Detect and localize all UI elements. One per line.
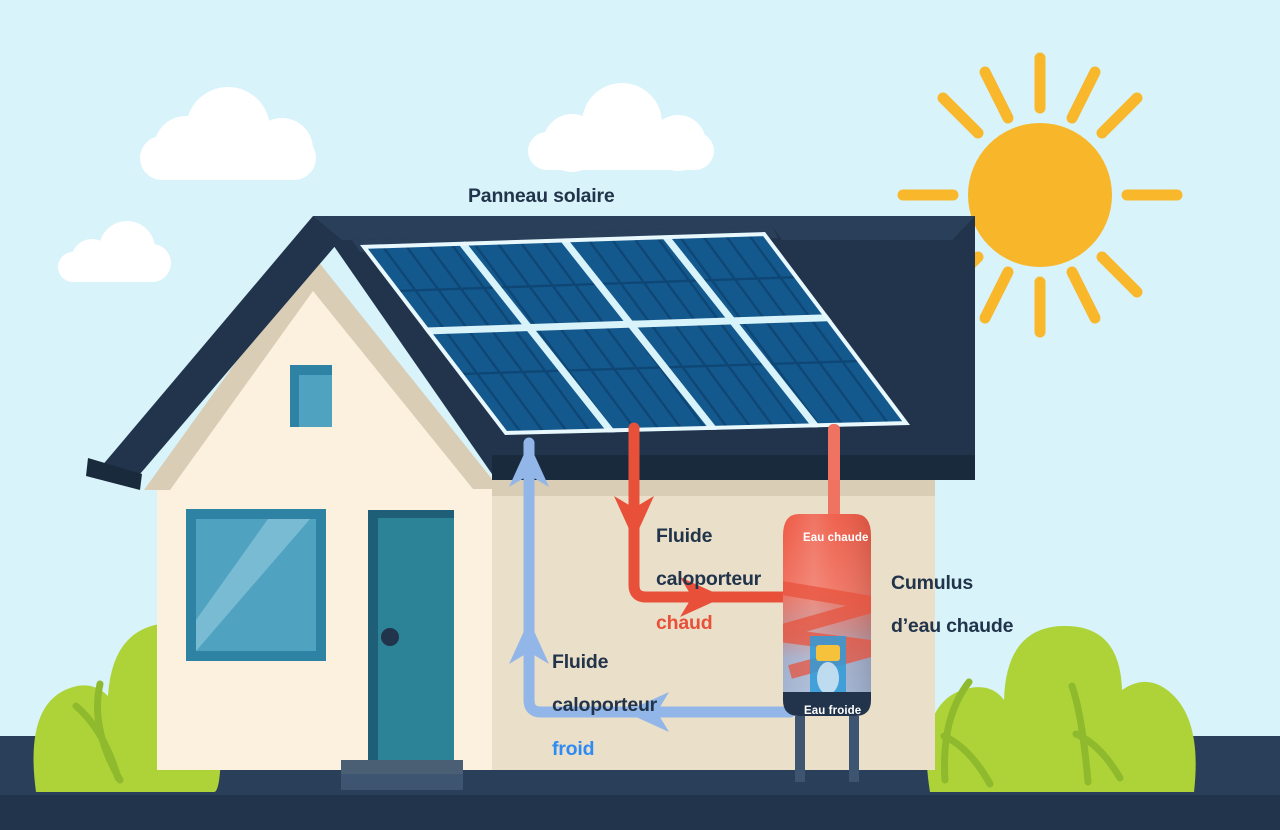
hot-arrow-down bbox=[614, 496, 654, 540]
window-glare bbox=[196, 519, 310, 651]
roof-fascia-left bbox=[144, 255, 500, 490]
hot-fluid-line-2: caloporteur bbox=[656, 568, 762, 591]
tank-hot-water-label: Eau chaude bbox=[803, 532, 869, 544]
sun-icon bbox=[897, 52, 1183, 338]
tank-leg-right bbox=[849, 716, 859, 782]
tank-cold-water-label: Eau froide bbox=[804, 705, 862, 717]
attic-window-side bbox=[290, 365, 299, 427]
cold-arrow-mid bbox=[509, 620, 549, 664]
pipe-cold-arrows bbox=[509, 443, 669, 732]
bush-right-stems bbox=[940, 678, 1124, 788]
cloud-left bbox=[140, 87, 316, 180]
cloud-center bbox=[528, 83, 714, 172]
heater-bubble bbox=[817, 662, 839, 694]
cold-arrow-bottom bbox=[625, 692, 669, 732]
cumulus-label: Cumulus d’eau chaude bbox=[891, 551, 1013, 660]
roof-front-edge bbox=[492, 455, 975, 480]
tank-base bbox=[783, 692, 871, 716]
panel-title-label: Panneau solaire bbox=[468, 185, 615, 207]
door-panel bbox=[378, 518, 454, 778]
door-step-shadow bbox=[341, 774, 463, 790]
bush-right bbox=[926, 625, 1196, 792]
cold-arrow-top bbox=[509, 443, 549, 487]
cold-fluid-line-3: froid bbox=[552, 738, 595, 761]
cold-fluid-line-1: Fluide bbox=[552, 650, 609, 673]
cumulus-line-1: Cumulus bbox=[891, 571, 974, 594]
attic-window-top bbox=[290, 365, 332, 375]
roof-left-slope bbox=[95, 216, 342, 474]
pipe-cold bbox=[523, 437, 796, 718]
hot-arrow-right bbox=[680, 577, 724, 617]
hot-fluid-label: Fluide caloporteur chaud bbox=[656, 504, 761, 657]
roof-fascia-front bbox=[492, 478, 935, 496]
pipe-hot bbox=[628, 422, 806, 603]
tank-leg-left bbox=[795, 716, 805, 782]
roof-left-tip bbox=[86, 458, 142, 490]
cold-fluid-line-2: caloporteur bbox=[552, 694, 658, 717]
panel-maingrid bbox=[394, 234, 881, 435]
cold-fluid-label: Fluide caloporteur froid bbox=[552, 630, 657, 783]
cloud-small-left bbox=[58, 221, 171, 282]
pipe-cold-path bbox=[523, 437, 796, 718]
cumulus-line-2: d’eau chaude bbox=[891, 615, 1014, 638]
bush-group-right bbox=[926, 625, 1196, 792]
heater-element bbox=[816, 645, 840, 661]
ground-shadow-strip bbox=[0, 795, 1280, 830]
pipe-hot-path bbox=[628, 422, 806, 603]
water-tank bbox=[783, 514, 871, 782]
door-knob bbox=[381, 628, 399, 646]
roof-ridge-highlight bbox=[313, 216, 975, 240]
cloud-group bbox=[58, 83, 714, 282]
hot-fluid-line-1: Fluide bbox=[656, 524, 713, 547]
sun-disc bbox=[968, 123, 1112, 267]
pipe-hot-arrows bbox=[614, 496, 724, 617]
solar-panel bbox=[352, 226, 922, 442]
hot-fluid-line-3: chaud bbox=[656, 612, 713, 635]
tank-riser-pipe bbox=[828, 424, 840, 524]
bush-left-stems bbox=[72, 680, 124, 784]
tank-coil bbox=[783, 579, 871, 679]
